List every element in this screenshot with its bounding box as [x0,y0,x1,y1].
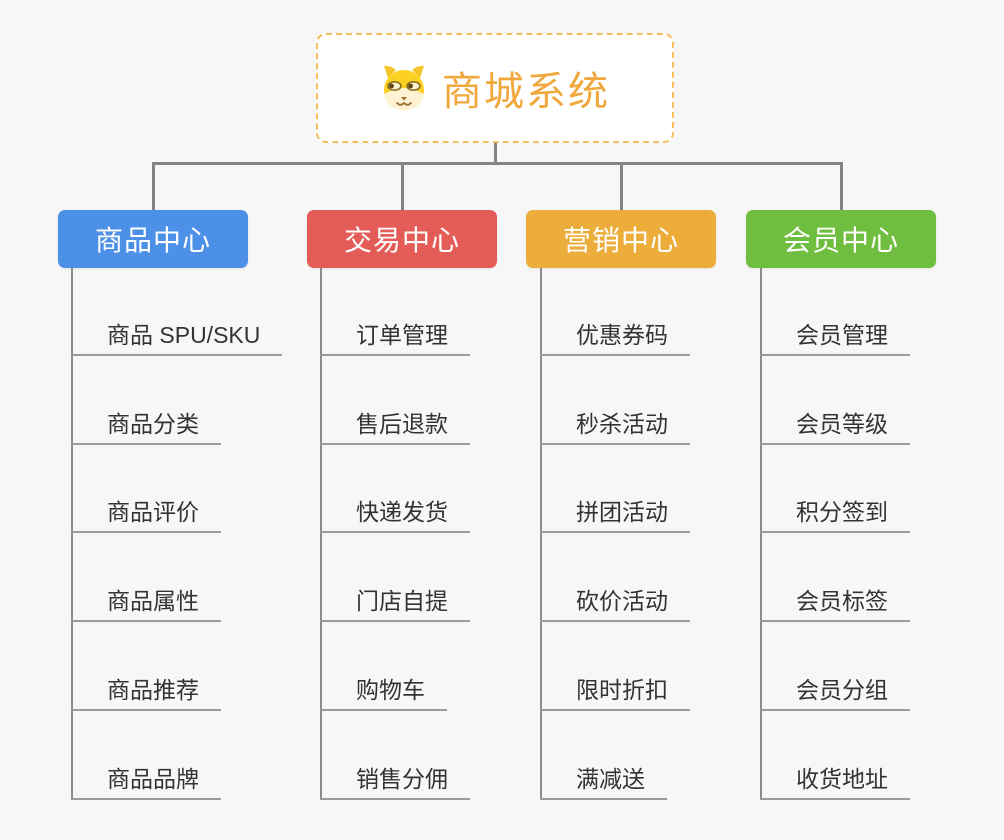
leaf-node[interactable]: 拼团活动 [540,497,690,533]
leaf-node[interactable]: 秒杀活动 [540,409,690,445]
connector-drop-4 [840,164,843,210]
connector-drop-3 [620,164,623,210]
leaf-node[interactable]: 会员分组 [760,675,910,711]
leaf-node[interactable]: 订单管理 [320,320,470,356]
leaf-node[interactable]: 商品 SPU/SKU [71,320,283,356]
dog-face-icon [384,65,424,110]
connector-rail [152,162,843,165]
connector-drop-1 [152,164,155,210]
leaf-node[interactable]: 会员管理 [760,320,910,356]
branch-node-members[interactable]: 会员中心 [746,210,936,268]
leaf-node[interactable]: 限时折扣 [540,675,690,711]
leaf-node[interactable]: 满减送 [540,764,667,800]
root-title: 商城系统 [442,70,610,114]
branch-trunk-line [540,268,542,800]
leaf-node[interactable]: 商品属性 [71,586,221,622]
leaf-node[interactable]: 商品推荐 [71,675,221,711]
connector-drop-2 [401,164,404,210]
leaf-node[interactable]: 门店自提 [320,586,470,622]
leaf-node[interactable]: 商品评价 [71,497,221,533]
leaf-node[interactable]: 销售分佣 [320,764,470,800]
branch-node-trade[interactable]: 交易中心 [307,210,497,268]
branch-trunk-line [760,268,762,800]
leaf-node[interactable]: 购物车 [320,675,447,711]
branch-node-marketing[interactable]: 营销中心 [526,210,716,268]
leaf-node[interactable]: 商品分类 [71,409,221,445]
leaf-node[interactable]: 积分签到 [760,497,910,533]
leaf-node[interactable]: 快递发货 [320,497,470,533]
root-node[interactable]: 商城系统 [316,33,674,143]
leaf-node[interactable]: 优惠券码 [540,320,690,356]
leaf-node[interactable]: 售后退款 [320,409,470,445]
connector-root-vertical [494,143,497,164]
leaf-node[interactable]: 商品品牌 [71,764,221,800]
leaf-node[interactable]: 会员标签 [760,586,910,622]
leaf-node[interactable]: 会员等级 [760,409,910,445]
branch-trunk-line [320,268,322,800]
leaf-node[interactable]: 砍价活动 [540,586,690,622]
leaf-node[interactable]: 收货地址 [760,764,910,800]
branch-node-products[interactable]: 商品中心 [58,210,248,268]
branch-trunk-line [71,268,73,800]
